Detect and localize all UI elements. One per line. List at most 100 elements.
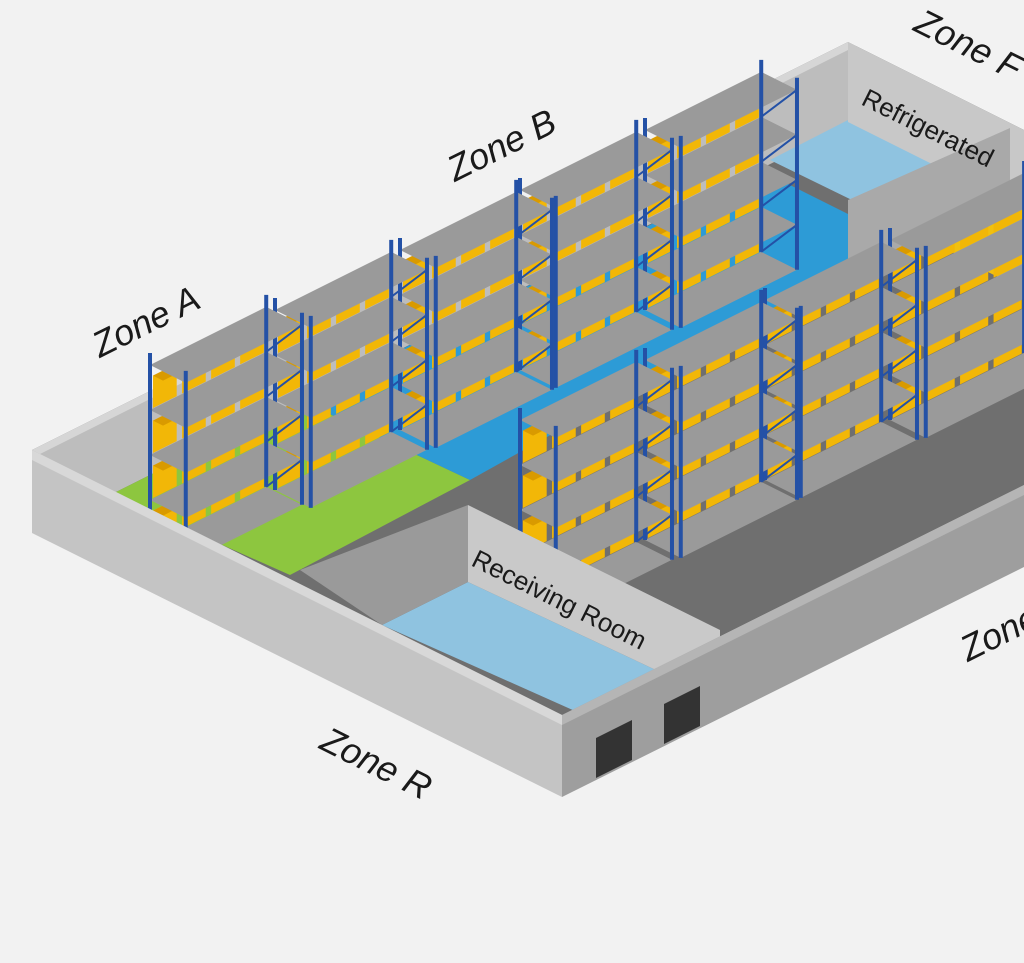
roll-up-door-icon (596, 720, 632, 778)
rack-upright (669, 367, 674, 560)
rack-brace (760, 178, 798, 208)
rack-brace (760, 408, 798, 438)
rack-brace (265, 323, 303, 353)
rack-shelf (645, 481, 797, 558)
rack-upright (923, 245, 928, 438)
rack-shelf (520, 176, 672, 253)
rack-shelf (645, 206, 797, 283)
rack-shelf (400, 236, 552, 313)
rack-brace (390, 313, 428, 343)
rack-brace (635, 193, 673, 223)
rack-brace (635, 238, 673, 268)
rack-shelf (645, 251, 797, 328)
rack-shelf (150, 441, 302, 518)
dock-door-2 (664, 686, 700, 744)
rack-upright (308, 315, 313, 508)
zone-r-label: Zone R (314, 718, 439, 808)
rack-shelf (520, 221, 672, 298)
rack-shelf (765, 376, 917, 453)
rack-upright (549, 197, 554, 390)
rack-shelf (765, 331, 917, 408)
pallet-rack-icon (888, 160, 1024, 438)
rack-upright (634, 349, 639, 542)
zone-b-label: Zone B (439, 101, 562, 190)
rack-shelf (275, 386, 427, 463)
rack-shelf (645, 161, 797, 238)
pallet-rack-icon (643, 289, 799, 558)
rack-brace (515, 253, 553, 283)
rack-shelf (520, 311, 672, 388)
rack-shelf (765, 241, 917, 318)
rack-brace (760, 133, 798, 163)
rack-shelf (765, 286, 917, 363)
rack-brace (390, 358, 428, 388)
rack-brace (390, 268, 428, 298)
rack-brace (390, 403, 428, 433)
rack-brace (635, 283, 673, 313)
rack-upright (794, 307, 799, 500)
rack-upright (759, 59, 764, 252)
rack-shelf (520, 266, 672, 343)
rack-brace (635, 423, 673, 453)
roll-up-door-icon (664, 686, 700, 744)
rack-shelf (275, 431, 427, 508)
rack-brace (515, 208, 553, 238)
rack-shelf (275, 251, 427, 328)
rack-upright (424, 257, 429, 450)
rack-upright (553, 195, 558, 388)
rack-upright (794, 77, 799, 270)
zone-f-label: Zone F (908, 0, 1024, 89)
rack-brace (265, 458, 303, 488)
rack-shelf (400, 371, 552, 448)
rack-brace (515, 343, 553, 373)
rack-shelf (890, 172, 1024, 258)
rack-brace (880, 258, 918, 288)
rack-brace (880, 393, 918, 423)
rack-brace (635, 513, 673, 543)
rack-shelf (645, 116, 797, 193)
rack-shelf (150, 351, 302, 428)
rack-brace (265, 368, 303, 398)
rack-brace (515, 298, 553, 328)
front-right-wall-top (562, 485, 1024, 725)
rack-upright (669, 137, 674, 330)
rack-shelf (645, 391, 797, 468)
rack-upright (514, 179, 519, 372)
rack-shelf (400, 326, 552, 403)
rack-brace (760, 88, 798, 118)
rack-upright (389, 239, 394, 432)
rack-upright (678, 365, 683, 558)
rack-shelf (890, 308, 1024, 393)
rack-brace (760, 223, 798, 253)
front-left-wall (32, 450, 562, 797)
front-left-wall-top (32, 450, 562, 725)
rack-shelf (400, 191, 552, 268)
rack-upright (798, 305, 803, 498)
rack-upright (148, 353, 152, 545)
rack-upright (759, 289, 764, 482)
rack-brace (760, 318, 798, 348)
rack-shelf (275, 296, 427, 373)
rack-shelf (890, 353, 1024, 438)
rack-brace (265, 413, 303, 443)
rack-upright (264, 294, 269, 487)
rack-shelf (150, 306, 302, 383)
rack-shelf (645, 301, 797, 378)
rack-upright (879, 229, 884, 422)
rack-upright (183, 370, 188, 563)
rack-upright (299, 312, 304, 505)
rack-shelf (645, 71, 797, 148)
rack-brace (635, 148, 673, 178)
rack-brace (635, 468, 673, 498)
rack-upright (914, 247, 919, 440)
rack-shelf (765, 421, 917, 498)
rack-shelf (645, 346, 797, 423)
rack-shelf (645, 436, 797, 513)
rack-shelf (150, 396, 302, 473)
rack-shelf (890, 217, 1024, 303)
rack-shelf (400, 281, 552, 358)
rack-shelf (520, 361, 672, 438)
rack-shelf (275, 341, 427, 418)
rack-brace (760, 453, 798, 483)
